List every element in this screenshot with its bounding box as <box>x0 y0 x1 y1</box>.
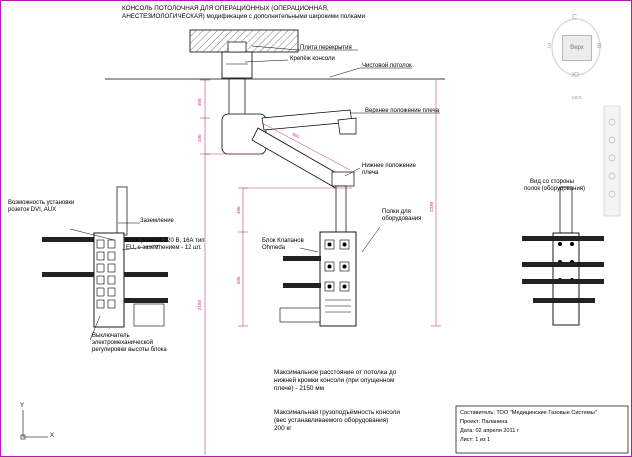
label-socket-2: EU, с заземлением - 12 шт. <box>126 245 202 251</box>
viewcube-top[interactable]: Верх <box>562 35 592 61</box>
label-side-view-2: полок (оборудования) <box>524 186 586 192</box>
title-line-2: АНЕСТЕЗИОЛОГИЧЕСКАЯ) модификация с допол… <box>122 13 366 20</box>
ucs-x-label: X <box>50 433 55 439</box>
label-valves-2: Ohmeda <box>262 245 286 251</box>
note-max-load: Максимальная грузоподъёмность консоли (в… <box>274 409 400 432</box>
dim-300: 300 <box>197 98 202 106</box>
label-upper-arm: Верхнее положение плеча <box>365 108 439 114</box>
label-lower-arm-2: плеча <box>362 170 379 176</box>
dim-505: 505 <box>236 276 241 284</box>
tb-date: Дата: 02 апреля 2011 г <box>460 428 519 434</box>
label-ground: Заземление <box>140 218 174 224</box>
label-side-view-1: Вид со стороны <box>530 179 574 185</box>
tb-author: Составитель: ТОО "Медицинские Газовые Си… <box>460 410 597 416</box>
dim-330: 330 <box>197 134 202 142</box>
label-console-mount: Крепёж консоли <box>290 56 335 62</box>
tb-project: Проект: Паланина <box>460 419 508 425</box>
ucs-icon <box>20 410 48 440</box>
label-slab: Плита перекрытия <box>300 45 352 51</box>
tb-sheet: Лист: 1 из 1 <box>460 437 491 443</box>
wcs-menu[interactable]: МСК <box>572 95 582 100</box>
viewcube-south[interactable]: Ю <box>572 72 580 79</box>
drawing-title: КОНСОЛЬ ПОТОЛОЧНАЯ ДЛЯ ОПЕРАЦИОННЫХ (ОПЕ… <box>122 5 365 21</box>
viewcube-west[interactable]: З <box>547 43 552 50</box>
viewcube-ring[interactable] <box>551 18 601 76</box>
viewcube-east[interactable]: В <box>597 43 602 50</box>
label-dvi-1: Возможность установки <box>8 200 75 206</box>
label-switch-1: Выключатель <box>92 333 130 339</box>
dim-2330: 2330 <box>429 201 434 212</box>
label-socket-1: Блок розеток 220 В, 16А тип <box>126 238 205 244</box>
label-switch-3: регулировки высоты блока <box>92 347 167 353</box>
title-line-1: КОНСОЛЬ ПОТОЛОЧНАЯ ДЛЯ ОПЕРАЦИОННЫХ (ОПЕ… <box>122 5 329 12</box>
label-lower-arm-1: Нижнее положение <box>362 163 416 169</box>
title-block <box>455 405 629 454</box>
label-valves-1: Блок Клапанов <box>262 238 304 244</box>
note-max-distance: Максимальное расстояние от потолка до ни… <box>274 369 397 392</box>
label-shelves-2: оборудования <box>382 216 422 222</box>
dim-490: 490 <box>236 206 241 214</box>
label-switch-2: электромеханической <box>92 340 153 346</box>
label-ceiling: Чистовой потолок <box>362 63 412 69</box>
ucs-y-label: Y <box>20 403 25 409</box>
label-dvi-2: розеток DVI, AUX <box>8 207 57 213</box>
label-shelves-1: Полки для <box>382 209 411 215</box>
console-mount <box>221 51 253 79</box>
viewcube-north[interactable]: С <box>572 14 578 21</box>
dim-2150: 2150 <box>197 299 202 310</box>
